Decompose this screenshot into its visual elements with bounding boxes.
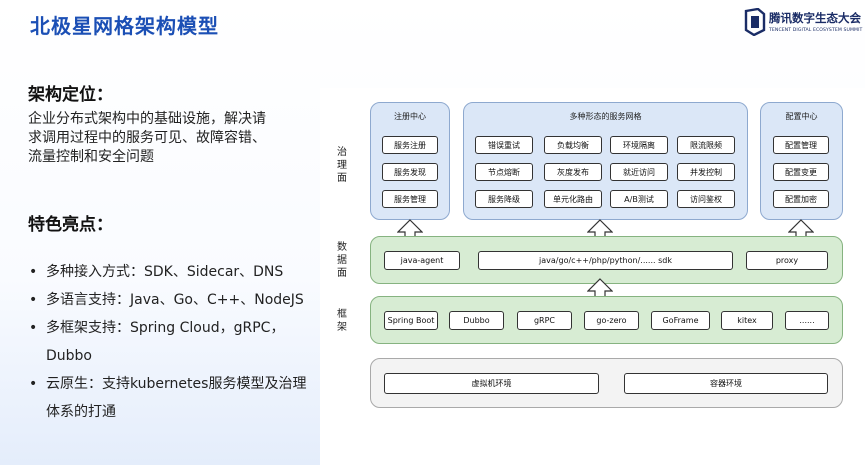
registry-center-group: 注册中心 服务注册 服务发现 服务管理 — [370, 102, 450, 220]
bullet-icon: • — [29, 264, 38, 280]
config-center-group: 配置中心 配置管理 配置变更 配置加密 — [760, 102, 843, 220]
runtime-environment-group: 虚拟机环境 容器环境 — [370, 358, 843, 408]
summit-logo: 腾讯数字生态大会 TENCENT DIGITAL ECOSYSTEM SUMMI… — [744, 8, 862, 40]
registry-center-title: 注册中心 — [394, 112, 426, 121]
positioning-line: 求调用过程中的服务可见、故障容错、 — [28, 130, 266, 146]
data-plane-component: java-agent — [384, 251, 460, 270]
runtime-environment: 虚拟机环境 — [384, 373, 599, 394]
framework-item: ...... — [785, 311, 829, 330]
framework-item: gRPC — [517, 311, 572, 330]
highlight-text: 多框架支持：Spring Cloud，gRPC，Dubbo — [46, 320, 285, 364]
mesh-feature: 节点熔断 — [475, 163, 533, 181]
data-plane-component: proxy — [746, 251, 828, 270]
bullet-icon: • — [29, 376, 38, 392]
mesh-feature: 限流限频 — [677, 136, 735, 154]
mesh-feature: A/B测试 — [610, 190, 668, 208]
mesh-feature: 访问鉴权 — [677, 190, 735, 208]
service-mesh-title: 多种形态的服务网格 — [569, 112, 642, 121]
list-item: • 多种接入方式：SDK、Sidecar、DNS — [28, 258, 328, 286]
data-plane-label: 数 据 面 — [337, 242, 347, 279]
highlights-heading: 特色亮点： — [28, 215, 113, 235]
architecture-diagram: 治 理 面 数 据 面 框 架 注册中心 服务注册 服务发现 服务管理 多种形态… — [320, 88, 865, 465]
framework-item: go-zero — [584, 311, 639, 330]
list-item: • 多语言支持：Java、Go、C++、NodeJS — [28, 286, 328, 314]
positioning-line: 企业分布式架构中的基础设施，解决请 — [28, 111, 266, 127]
list-item: • 云原生：支持kubernetes服务模型及治理 — [28, 370, 328, 398]
highlights-list: • 多种接入方式：SDK、Sidecar、DNS • 多语言支持：Java、Go、C… — [28, 258, 328, 426]
registry-item: 服务管理 — [382, 190, 438, 208]
registry-item: 服务注册 — [382, 136, 438, 154]
highlight-text: 多种接入方式：SDK、Sidecar、DNS — [46, 264, 284, 280]
mesh-feature: 就近访问 — [610, 163, 668, 181]
data-plane-group: java-agent java/go/c++/php/python/......… — [370, 236, 843, 284]
positioning-heading: 架构定位： — [28, 85, 113, 105]
framework-item: kitex — [721, 311, 773, 330]
framework-layer-group: Spring Boot Dubbo gRPC go-zero GoFrame k… — [370, 296, 843, 344]
mesh-feature: 服务降级 — [475, 190, 533, 208]
mesh-feature: 灰度发布 — [544, 163, 602, 181]
config-center-title: 配置中心 — [785, 112, 818, 121]
framework-item: Dubbo — [449, 311, 504, 330]
framework-item: Spring Boot — [384, 311, 438, 330]
bullet-icon: • — [29, 320, 38, 336]
service-mesh-group: 多种形态的服务网格 错误重试 负载均衡 环境隔离 限流限频 节点熔断 灰度发布 … — [463, 102, 748, 220]
page-title: 北极星网格架构模型 — [30, 14, 219, 38]
registry-item: 服务发现 — [382, 163, 438, 181]
list-item-continuation: 体系的打通 — [28, 398, 328, 426]
mesh-feature: 环境隔离 — [610, 136, 668, 154]
logo-name-en: TENCENT DIGITAL ECOSYSTEM SUMMIT — [769, 28, 863, 33]
mesh-feature: 错误重试 — [475, 136, 533, 154]
data-plane-component: java/go/c++/php/python/...... sdk — [478, 251, 733, 270]
highlight-text: 体系的打通 — [46, 404, 116, 420]
summit-logo-icon — [744, 8, 766, 36]
highlight-text: 多语言支持：Java、Go、C++、NodeJS — [46, 292, 304, 308]
config-item: 配置变更 — [773, 163, 829, 181]
framework-layer-label: 框 架 — [337, 309, 347, 333]
runtime-environment: 容器环境 — [624, 373, 828, 394]
framework-item: GoFrame — [651, 311, 710, 330]
list-item: • 多框架支持：Spring Cloud，gRPC，Dubbo — [28, 314, 328, 370]
positioning-description: 企业分布式架构中的基础设施，解决请 求调用过程中的服务可见、故障容错、 流量控制… — [28, 110, 318, 167]
bullet-icon: • — [29, 292, 38, 308]
positioning-line: 流量控制和安全问题 — [28, 149, 154, 165]
config-item: 配置管理 — [773, 136, 829, 154]
mesh-feature: 并发控制 — [677, 163, 735, 181]
highlight-text: 云原生：支持kubernetes服务模型及治理 — [46, 376, 307, 392]
mesh-feature: 负载均衡 — [544, 136, 602, 154]
logo-name-cn: 腾讯数字生态大会 — [769, 11, 861, 25]
mesh-feature: 单元化路由 — [544, 190, 602, 208]
governance-plane-label: 治 理 面 — [337, 147, 347, 184]
config-item: 配置加密 — [773, 190, 829, 208]
